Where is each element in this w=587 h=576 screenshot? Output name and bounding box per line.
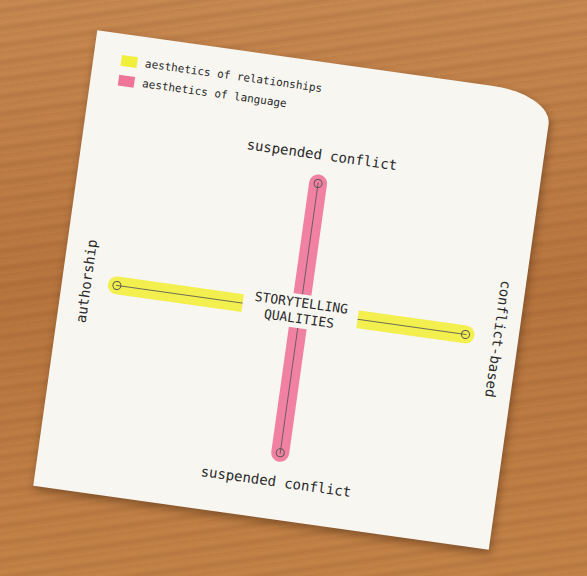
axis-bars xyxy=(33,30,553,550)
legend-swatch xyxy=(118,75,135,88)
axis-end xyxy=(276,448,285,457)
axis-end xyxy=(461,330,470,339)
legend-swatch xyxy=(121,55,138,68)
sticky-note: aesthetics of relationshipsaesthetics of… xyxy=(33,30,553,550)
relationships-axis xyxy=(107,275,476,344)
axis-end xyxy=(314,179,323,188)
axis-label: suspended conflict xyxy=(200,463,352,500)
axis-end xyxy=(112,281,121,290)
axis-label: authorship xyxy=(73,238,101,324)
axis-label: conflict-based xyxy=(482,279,514,398)
axis-label: suspended conflict xyxy=(246,136,398,173)
